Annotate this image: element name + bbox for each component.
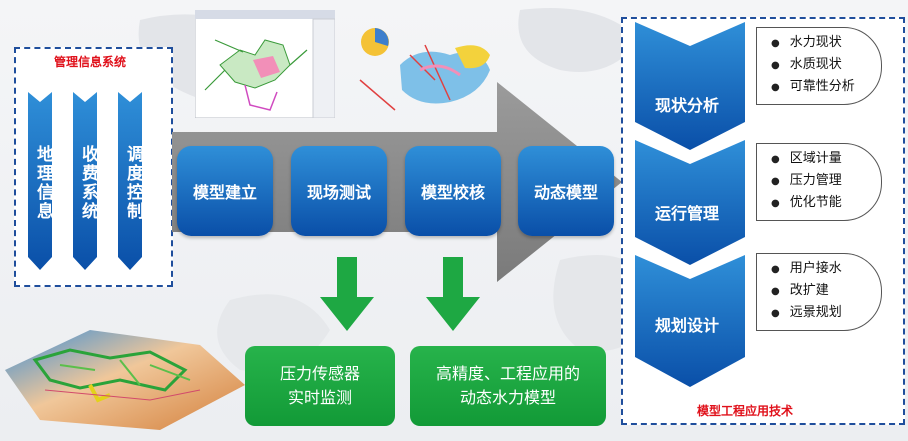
left-chevron-columns: [28, 92, 142, 270]
green-down-arrow-right: [426, 257, 480, 331]
process-arrow: [172, 82, 622, 282]
output-pressure-sensor-line2: 实时监测: [287, 388, 352, 407]
bullet-item: 优化节能: [771, 192, 842, 214]
bullet-item: 区域计量: [771, 148, 842, 170]
engineering-application-title: 模型工程应用技术: [697, 404, 794, 418]
bullet-box-operation-management: 区域计量 压力管理 优化节能: [756, 143, 882, 221]
bullet-item: 远景规划: [771, 302, 842, 324]
stage-operation-management: 运行管理: [655, 204, 720, 223]
bullet-item: 改扩建: [771, 280, 842, 302]
step-dynamic-model: 动态模型: [518, 146, 614, 236]
column-dispatch-control: 调度控制: [123, 145, 143, 221]
output-pressure-sensor: 压力传感器 实时监测: [245, 346, 395, 426]
green-down-arrow-left: [320, 257, 374, 331]
bullet-item: 用户接水: [771, 258, 842, 280]
output-model-line1: 高精度、工程应用的: [435, 364, 580, 383]
terrain-3d-model-image: [5, 330, 245, 430]
bullet-box-status-analysis: 水力现状 水质现状 可靠性分析: [756, 27, 882, 105]
column-billing-system: 收费系统: [78, 145, 98, 221]
management-info-title: 管理信息系统: [54, 55, 127, 69]
output-model-line2: 动态水力模型: [459, 388, 556, 407]
stage-planning-design: 规划设计: [655, 316, 720, 335]
bullet-item: 水力现状: [771, 32, 855, 54]
right-chevron-stages: [635, 22, 745, 387]
bullet-item: 水质现状: [771, 54, 855, 76]
bullet-item: 可靠性分析: [771, 76, 855, 98]
step-model-calibration: 模型校核: [405, 146, 501, 236]
stage-status-analysis: 现状分析: [655, 96, 720, 115]
output-pressure-sensor-line1: 压力传感器: [279, 364, 360, 383]
output-dynamic-hydraulic-model: 高精度、工程应用的 动态水力模型: [410, 346, 606, 426]
bullet-box-planning-design: 用户接水 改扩建 远景规划: [756, 253, 882, 331]
step-field-test: 现场测试: [291, 146, 387, 236]
bullet-item: 压力管理: [771, 170, 842, 192]
column-geo-info: 地理信息: [33, 145, 53, 221]
network-map-thumbnail-1: [195, 10, 335, 118]
step-model-build: 模型建立: [177, 146, 273, 236]
network-map-thumbnail-2: [359, 28, 490, 111]
